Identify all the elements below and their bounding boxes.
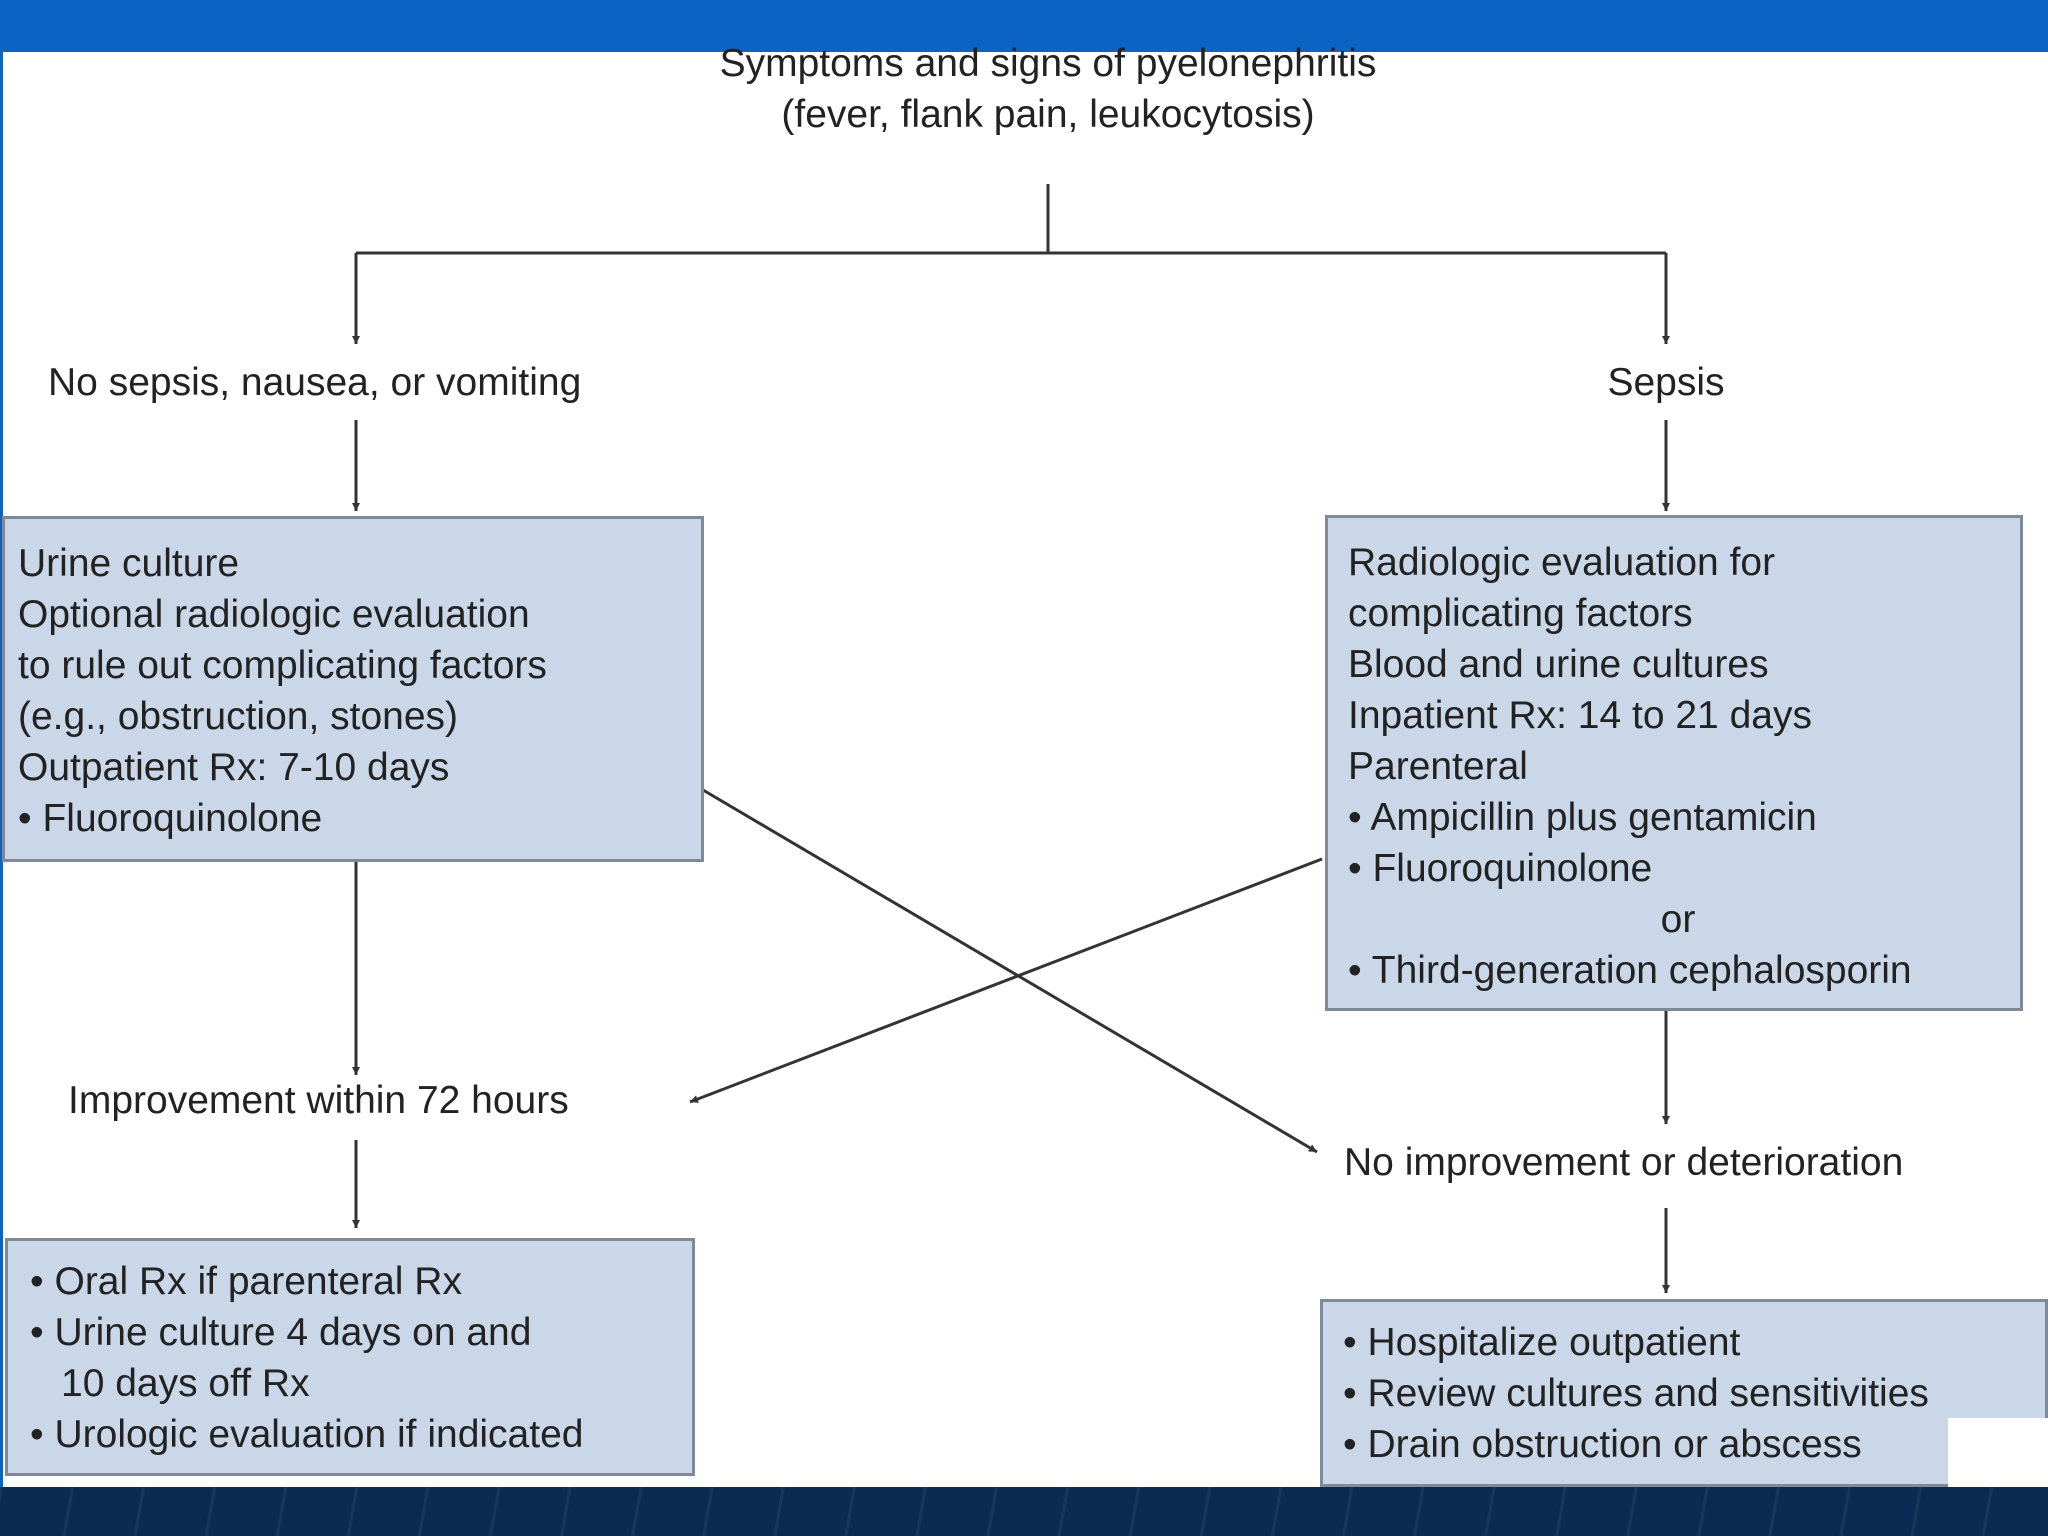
inpatient-line: • Third-generation cephalosporin	[1348, 949, 1912, 992]
outpatient-line: Urine culture	[18, 542, 240, 585]
deterioration-line: • Hospitalize outpatient	[1343, 1321, 1741, 1364]
deterioration-line: • Drain obstruction or abscess	[1343, 1423, 1862, 1466]
improvement-followup-box: • Oral Rx if parenteral Rx • Urine cultu…	[5, 1238, 695, 1476]
followup-line: • Urine culture 4 days on and	[30, 1311, 532, 1354]
inpatient-treatment-box: Radiologic evaluation for complicating f…	[1325, 515, 2023, 1011]
deterioration-action-box: • Hospitalize outpatient • Review cultur…	[1320, 1299, 2048, 1487]
top-condition-line-1: Symptoms and signs of pyelonephritis	[719, 42, 1377, 85]
top-condition-line-2: (fever, flank pain, leukocytosis)	[781, 93, 1315, 136]
inpatient-line: • Fluoroquinolone	[1348, 847, 1653, 890]
branch-sepsis-label: Sepsis	[1607, 361, 1725, 404]
deterioration-line: • Review cultures and sensitivities	[1343, 1372, 1929, 1415]
followup-line: • Urologic evaluation if indicated	[30, 1413, 584, 1456]
inpatient-line: complicating factors	[1348, 592, 1693, 635]
outpatient-line: to rule out complicating factors	[18, 644, 547, 687]
inpatient-line: Radiologic evaluation for	[1348, 541, 1776, 584]
outpatient-line: Outpatient Rx: 7-10 days	[18, 746, 450, 789]
outpatient-line: Optional radiologic evaluation	[18, 593, 530, 636]
outcome-no-improvement-label: No improvement or deterioration	[1344, 1141, 1904, 1184]
outcome-improvement-label: Improvement within 72 hours	[68, 1079, 569, 1122]
inpatient-line: Inpatient Rx: 14 to 21 days	[1348, 694, 1812, 737]
inpatient-or-connector: or	[1660, 898, 1696, 941]
slide-left-edge	[0, 52, 3, 1487]
followup-line: 10 days off Rx	[61, 1362, 310, 1405]
inpatient-line: Blood and urine cultures	[1348, 643, 1769, 686]
outpatient-line: (e.g., obstruction, stones)	[18, 695, 459, 738]
inpatient-line: • Ampicillin plus gentamicin	[1348, 796, 1817, 839]
white-cover-patch	[1948, 1418, 2048, 1487]
followup-line: • Oral Rx if parenteral Rx	[30, 1260, 462, 1303]
outpatient-line: • Fluoroquinolone	[18, 797, 323, 840]
top-condition-title: Symptoms and signs of pyelonephritis (fe…	[600, 38, 1496, 140]
slide-top-band	[0, 0, 2048, 52]
branch-no-sepsis-label: No sepsis, nausea, or vomiting	[48, 361, 582, 404]
arrow-inpatient-cross-to-improvement	[689, 857, 1323, 1104]
outpatient-treatment-box: Urine culture Optional radiologic evalua…	[2, 516, 704, 862]
slide-bottom-band	[0, 1487, 2048, 1536]
inpatient-line: Parenteral	[1348, 745, 1528, 788]
arrow-outpatient-cross-to-no-improvement	[702, 788, 1318, 1154]
